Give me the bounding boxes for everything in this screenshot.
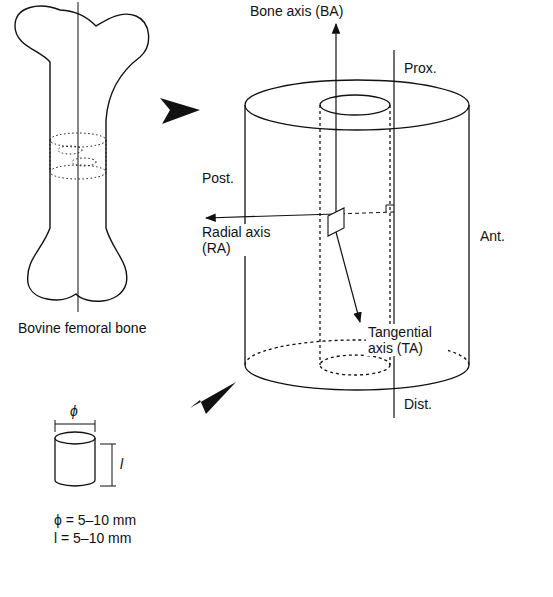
bone-axis-line — [393, 50, 394, 418]
figure-caption: Bovine femoral bone — [16, 320, 148, 336]
bone-section-cylinder — [245, 80, 469, 390]
specimen-cylinder — [55, 432, 95, 486]
radial-axis-arrow — [206, 214, 336, 218]
femur-outline — [15, 6, 149, 301]
direction-label: Dist. — [402, 396, 434, 412]
axis-label: Tangential axis (TA) — [366, 324, 448, 356]
right-angle-mark — [386, 205, 394, 212]
dimension-symbol: l — [118, 456, 125, 472]
bone-axis-line — [78, 2, 79, 312]
radial-axis-dashed — [336, 212, 394, 214]
dimension-value: ϕ = 5–10 mm — [52, 512, 138, 528]
direction-label: Post. — [200, 170, 236, 186]
axis-label: Bone axis (BA) — [248, 3, 345, 19]
section-band — [50, 133, 106, 179]
dimension-symbol: ϕ — [68, 403, 80, 419]
step-arrow — [190, 382, 236, 414]
direction-label: Ant. — [478, 228, 507, 244]
step-arrow — [160, 98, 200, 124]
specimen-element — [328, 208, 344, 236]
dimension-value: l = 5–10 mm — [52, 530, 133, 546]
tangential-axis-arrow — [336, 232, 360, 322]
direction-label: Prox. — [402, 60, 439, 76]
bone-axis-arrow — [335, 24, 336, 232]
axis-label: Radial axis (RA) — [200, 224, 274, 256]
dimension-lines — [55, 420, 116, 486]
